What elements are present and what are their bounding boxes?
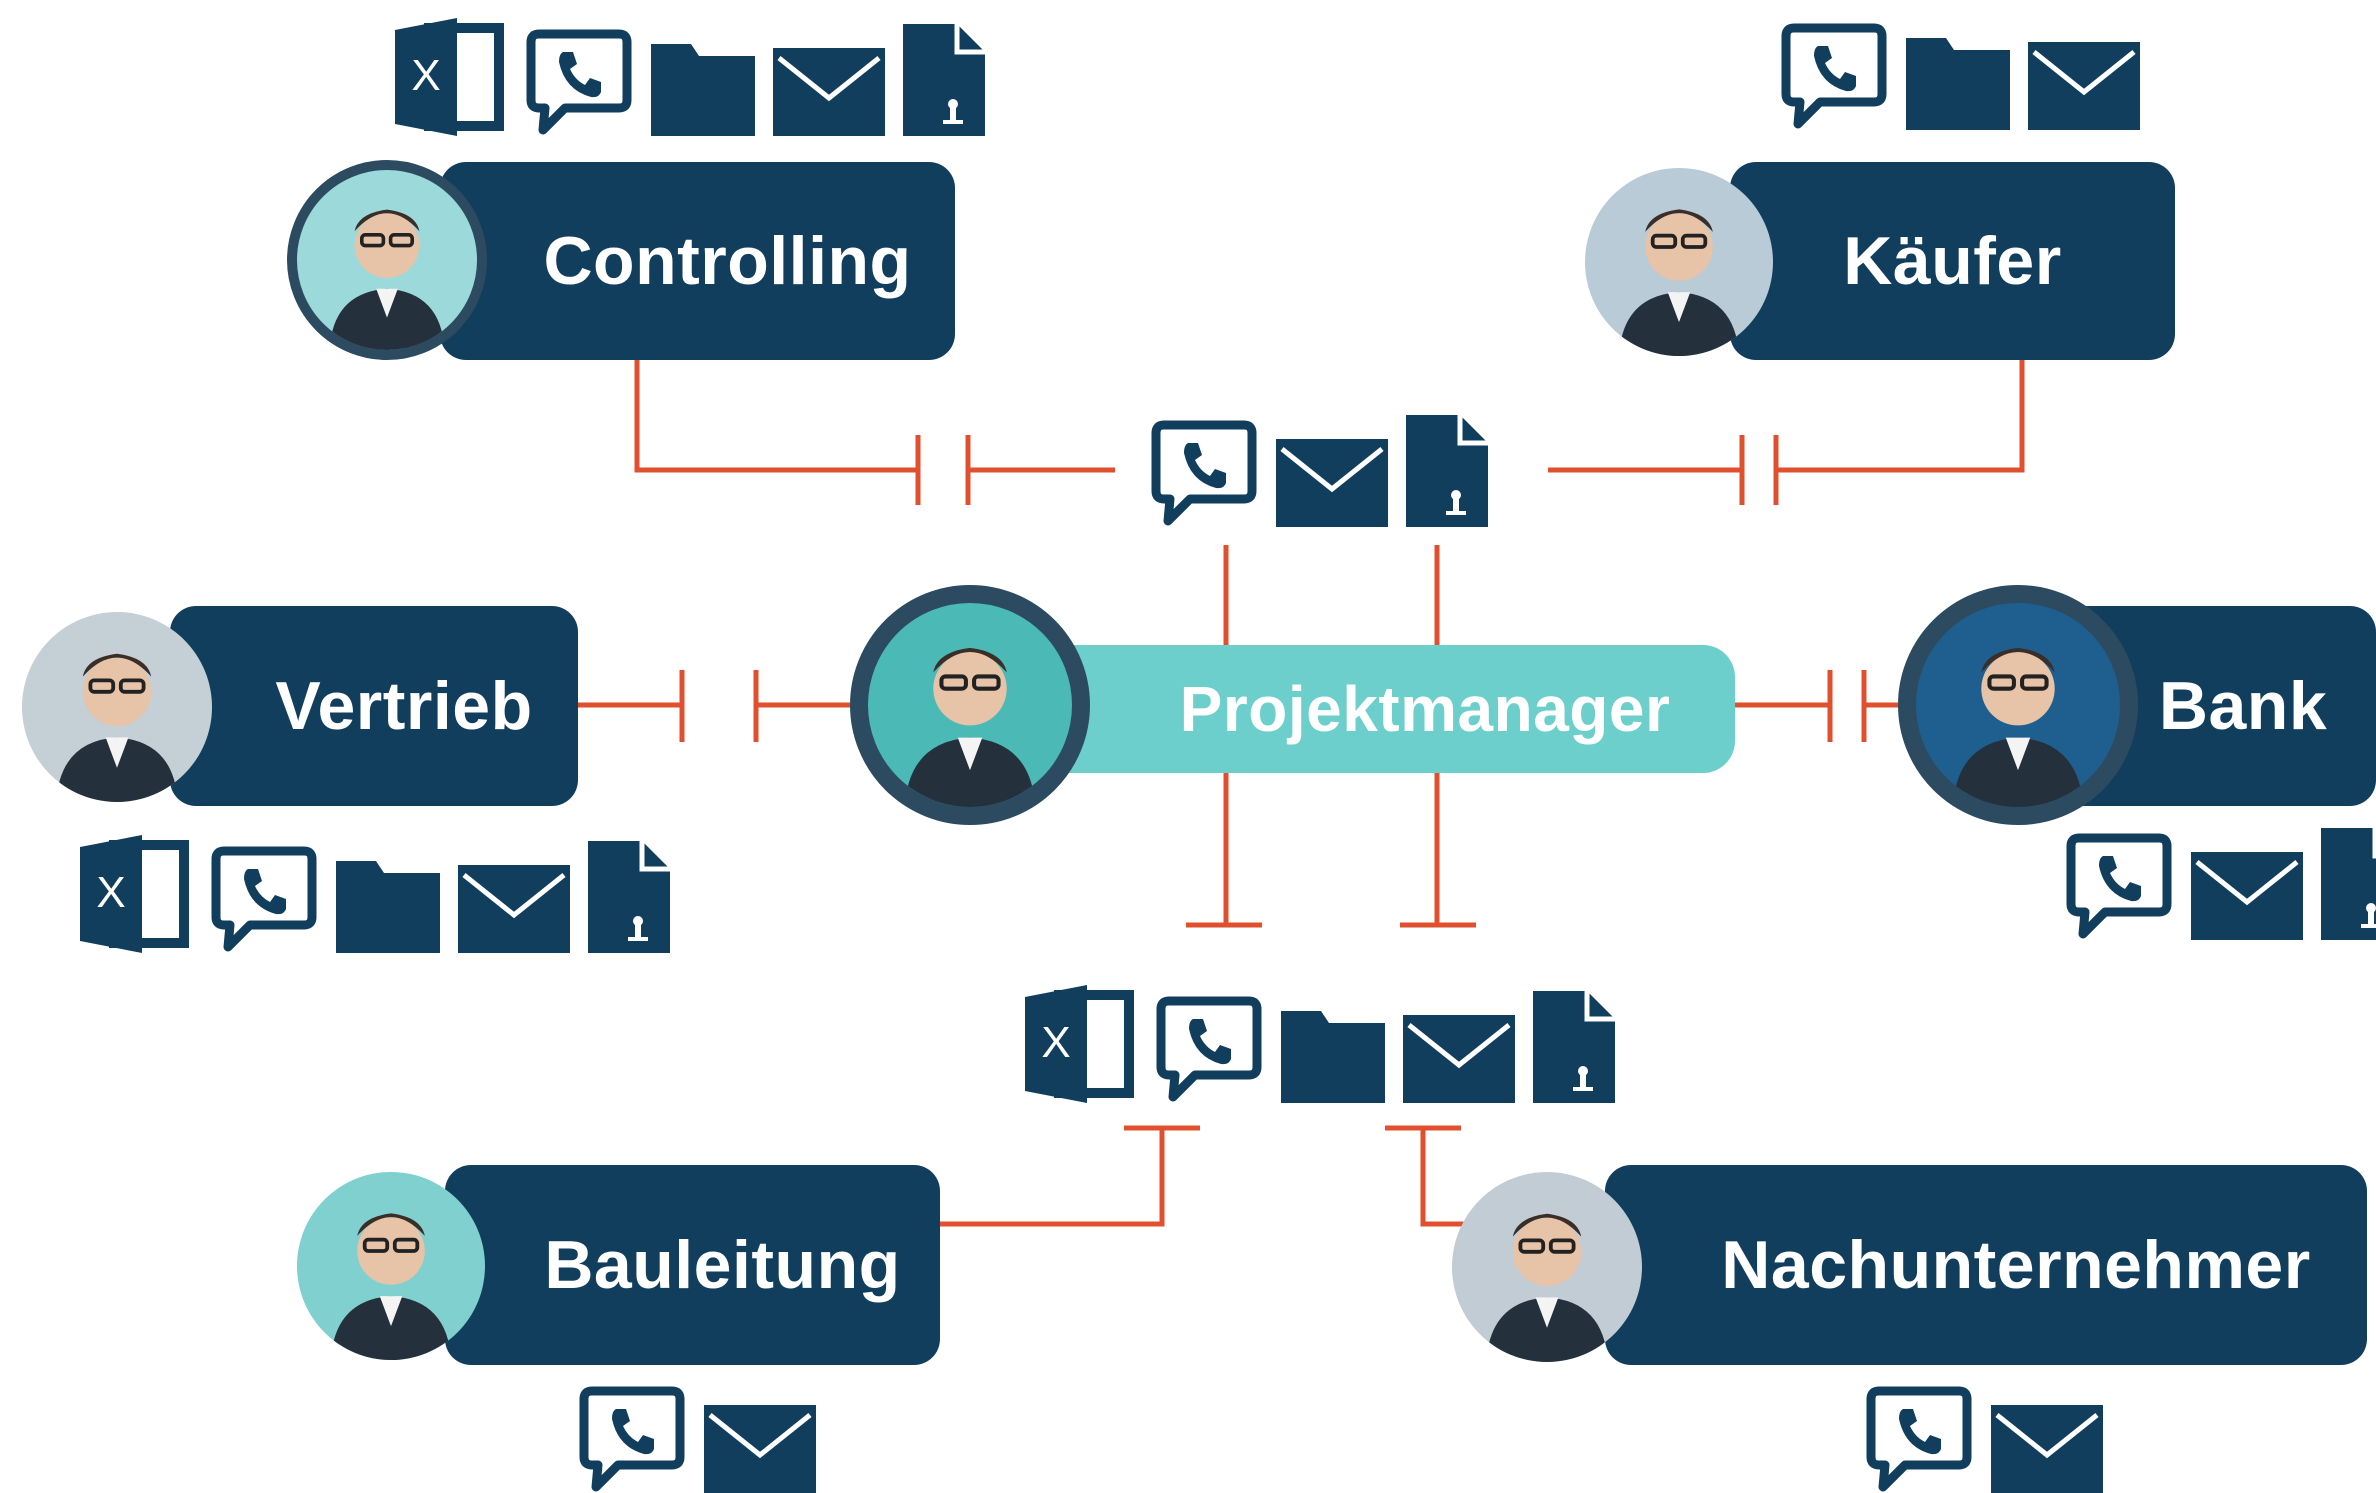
mail-icon	[1991, 1405, 2103, 1493]
document-icon	[903, 24, 985, 136]
person-silhouette-icon	[1618, 209, 1740, 356]
icon-group-bottom-center: X	[1025, 985, 1615, 1103]
document-icon	[588, 841, 670, 953]
mail-icon	[1276, 439, 1388, 527]
svg-text:X: X	[1041, 1018, 1070, 1067]
folder-icon	[336, 861, 440, 953]
icon-group-controlling: X	[395, 18, 985, 136]
node-label-kaeufer: Käufer	[1843, 223, 2062, 299]
phone-chat-icon	[525, 28, 633, 136]
svg-text:X: X	[96, 868, 125, 917]
phone-chat-icon	[1865, 1385, 1973, 1493]
node-label-controlling: Controlling	[543, 223, 912, 299]
person-silhouette-icon	[330, 1213, 452, 1360]
node-label-nachunternehmer: Nachunternehmer	[1721, 1227, 2311, 1303]
mail-icon	[2191, 852, 2303, 940]
phone-chat-icon	[2065, 832, 2173, 940]
mail-icon	[2028, 42, 2140, 130]
phone-chat-icon	[1780, 22, 1888, 130]
mail-icon	[704, 1405, 816, 1493]
node-nachunternehmer: Nachunternehmer	[1605, 1165, 2367, 1365]
phone-chat-icon	[1150, 419, 1258, 527]
avatar-vertrieb	[22, 612, 212, 802]
connector-bauleitung	[940, 1128, 1165, 1227]
person-silhouette-icon	[1952, 647, 2084, 807]
document-icon	[1406, 415, 1488, 527]
phone-chat-icon	[578, 1385, 686, 1493]
excel-icon: X	[395, 18, 507, 136]
excel-icon: X	[80, 835, 192, 953]
avatar-projektmanager	[850, 585, 1090, 825]
mail-icon	[773, 48, 885, 136]
folder-icon	[1281, 1011, 1385, 1103]
node-controlling: Controlling	[440, 162, 955, 360]
node-projektmanager: Projektmanager	[1000, 645, 1735, 773]
mail-icon	[1403, 1015, 1515, 1103]
phone-chat-icon	[210, 845, 318, 953]
node-label-bauleitung: Bauleitung	[544, 1227, 901, 1303]
mail-icon	[458, 865, 570, 953]
person-silhouette-icon	[904, 647, 1036, 807]
excel-icon: X	[1025, 985, 1137, 1103]
person-silhouette-icon	[1486, 1213, 1608, 1362]
node-label-vertrieb: Vertrieb	[275, 668, 533, 744]
node-label-projektmanager: Projektmanager	[1179, 673, 1671, 745]
node-vertrieb: Vertrieb	[170, 606, 578, 806]
svg-text:X: X	[411, 51, 440, 100]
person-silhouette-icon	[56, 653, 178, 802]
icon-group-top-center	[1150, 415, 1488, 527]
folder-icon	[651, 44, 755, 136]
connector-kaeufer	[1776, 360, 2025, 473]
icon-group-bank	[2065, 828, 2376, 940]
phone-chat-icon	[1155, 995, 1263, 1103]
avatar-bauleitung	[297, 1172, 485, 1360]
node-label-bank: Bank	[2158, 668, 2328, 744]
document-icon	[1533, 991, 1615, 1103]
avatar-bank	[1898, 585, 2138, 825]
icon-group-bauleitung	[578, 1385, 816, 1493]
document-icon	[2321, 828, 2376, 940]
connector-controlling	[634, 360, 918, 473]
avatar-nachunternehmer	[1452, 1172, 1642, 1362]
person-silhouette-icon	[329, 209, 445, 350]
node-bauleitung: Bauleitung	[445, 1165, 940, 1365]
avatar-controlling	[287, 160, 487, 360]
connector-nachunternehmer	[1420, 1128, 1470, 1227]
node-kaeufer: Käufer	[1730, 162, 2175, 360]
icon-group-nachunternehmer	[1865, 1385, 2103, 1493]
folder-icon	[1906, 38, 2010, 130]
icon-group-vertrieb: X	[80, 835, 670, 953]
avatar-kaeufer	[1585, 168, 1773, 356]
icon-group-kaeufer	[1780, 22, 2140, 130]
